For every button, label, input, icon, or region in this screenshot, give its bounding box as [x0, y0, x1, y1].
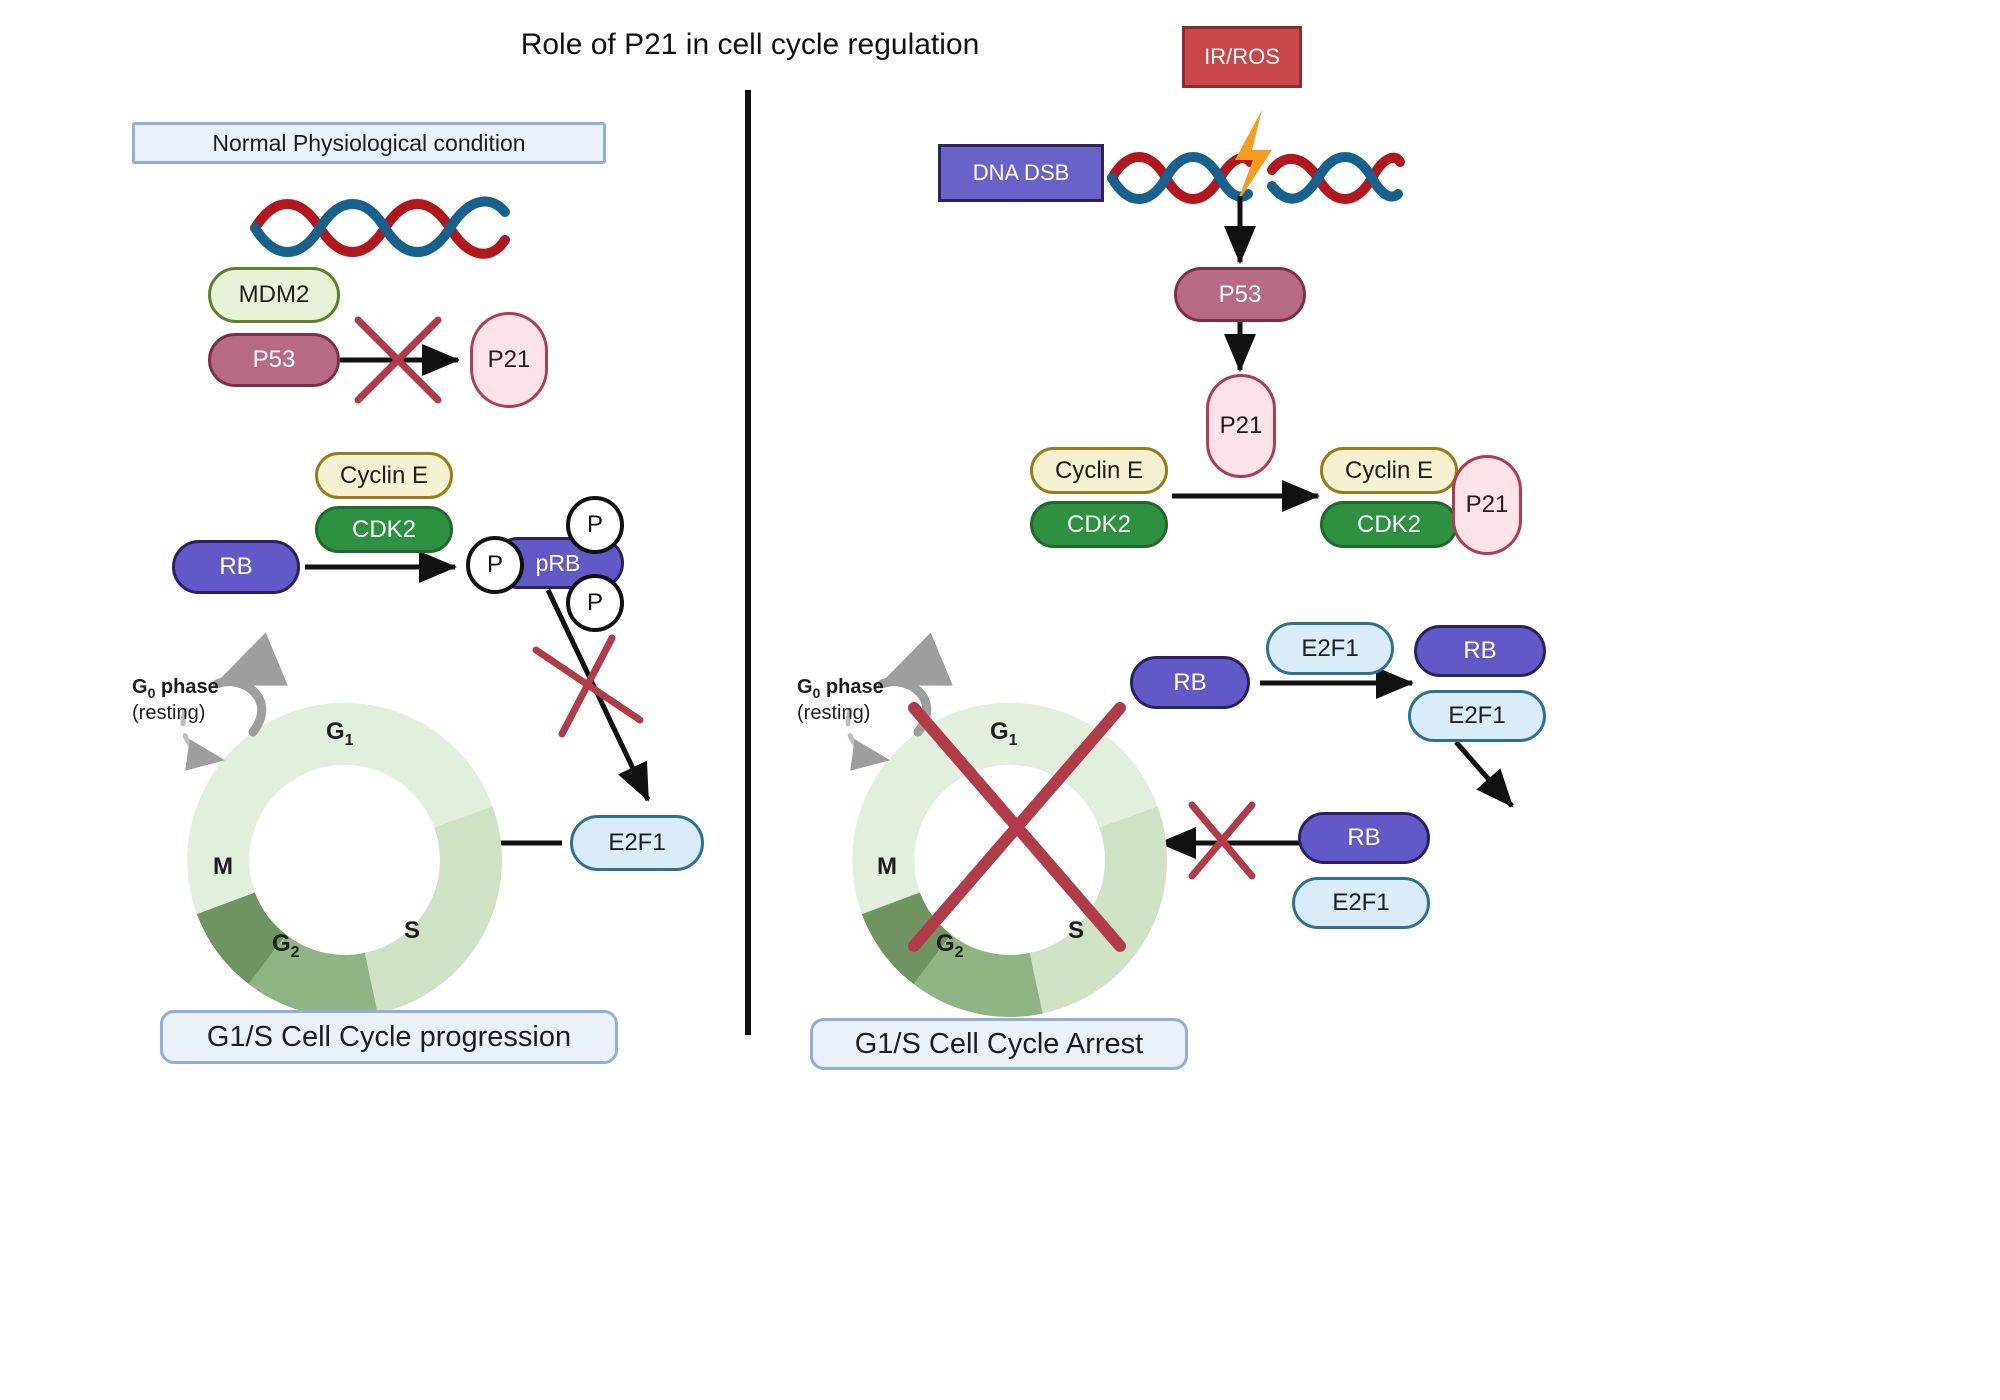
- node-cyclin-e-right-complex[interactable]: Cyclin E: [1320, 447, 1458, 494]
- right-panel-footer: G1/S Cell Cycle Arrest: [810, 1018, 1188, 1070]
- phospho-icon-1: P: [466, 536, 524, 594]
- node-e2f1-bound-low[interactable]: E2F1: [1292, 877, 1430, 929]
- node-rb-bound-top[interactable]: RB: [1414, 625, 1546, 677]
- node-e2f1-free-right[interactable]: E2F1: [1266, 622, 1394, 675]
- block-cross-icon-e2f1-cycle: [1188, 801, 1256, 880]
- node-cyclin-e-left[interactable]: Cyclin E: [315, 452, 453, 499]
- node-cdk2-left[interactable]: CDK2: [315, 506, 453, 553]
- node-mdm2[interactable]: MDM2: [208, 267, 340, 323]
- node-p21-right-top[interactable]: P21: [1206, 374, 1276, 478]
- left-panel-header: Normal Physiological condition: [132, 122, 606, 164]
- g0-phase-rest: (resting): [132, 701, 206, 724]
- ring-label-g1-left: G1: [326, 718, 354, 749]
- node-p21-complex[interactable]: P21: [1452, 455, 1522, 555]
- dna-double-helix-icon-right-left-half: [1107, 152, 1255, 204]
- dna-double-helix-icon-right-right-half: [1267, 152, 1405, 204]
- node-cdk2-right-left[interactable]: CDK2: [1030, 501, 1168, 548]
- ring-label-m-right: M: [877, 853, 897, 880]
- g0-phase-label-left: G0 phase (resting): [132, 676, 219, 725]
- node-ir-ros[interactable]: IR/ROS: [1182, 26, 1302, 88]
- node-e2f1-left[interactable]: E2F1: [570, 815, 704, 871]
- block-cross-icon-p53-p21: [354, 316, 442, 404]
- node-p53-right[interactable]: P53: [1174, 267, 1306, 322]
- node-cdk2-right-complex[interactable]: CDK2: [1320, 501, 1458, 548]
- node-p21-left[interactable]: P21: [470, 312, 548, 408]
- node-p53-left[interactable]: P53: [208, 333, 340, 387]
- node-rb-bound-low[interactable]: RB: [1298, 812, 1430, 864]
- block-cross-icon-prb-e2f1: [532, 634, 644, 738]
- ring-label-g2-right: G2: [936, 930, 964, 961]
- g0-phase-label-right: G0 phase (resting): [797, 676, 884, 725]
- ring-label-m-left: M: [213, 853, 233, 880]
- phospho-icon-3: P: [566, 574, 624, 632]
- node-e2f1-bound-top[interactable]: E2F1: [1408, 690, 1546, 742]
- node-dna-dsb[interactable]: DNA DSB: [938, 144, 1104, 202]
- ring-label-g1-right: G1: [990, 718, 1018, 749]
- arrow-complex-to-lower: [1454, 740, 1514, 808]
- ring-label-g2-left: G2: [272, 930, 300, 961]
- g0-phase-bold: G0 phase: [132, 676, 219, 701]
- g0-phase-bold-right: G0 phase: [797, 676, 884, 701]
- node-cyclin-e-right-left[interactable]: Cyclin E: [1030, 447, 1168, 494]
- ring-label-s-left: S: [404, 917, 421, 944]
- ring-label-s-right: S: [1068, 917, 1085, 944]
- g0-phase-rest-right: (resting): [797, 701, 871, 724]
- dna-double-helix-icon-left: [250, 196, 510, 259]
- node-rb-left[interactable]: RB: [172, 540, 300, 594]
- page-title: Role of P21 in cell cycle regulation: [520, 28, 980, 61]
- lightning-bolt-icon: [1235, 110, 1272, 205]
- left-panel-footer: G1/S Cell Cycle progression: [160, 1010, 618, 1064]
- phospho-icon-2: P: [566, 496, 624, 554]
- node-rb-free-right[interactable]: RB: [1130, 656, 1250, 709]
